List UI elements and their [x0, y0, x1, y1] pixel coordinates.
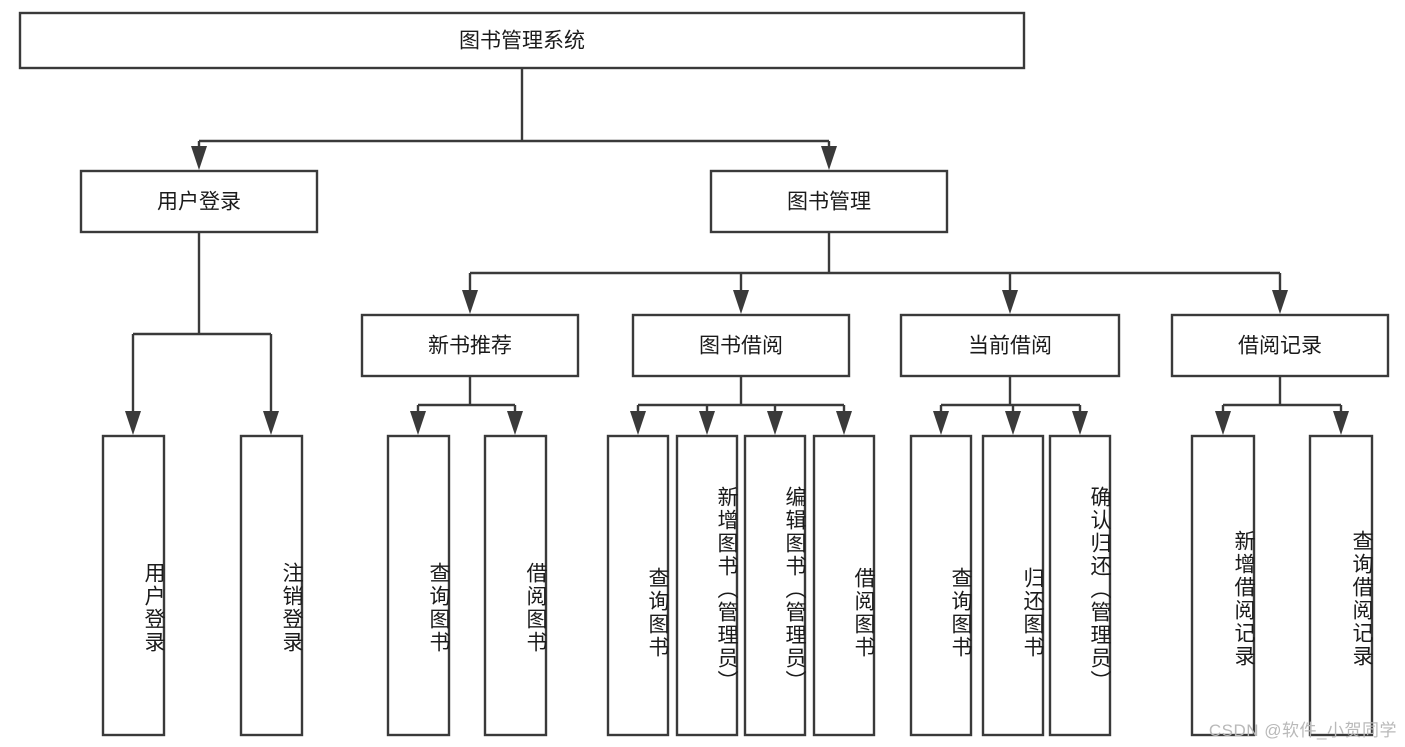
arrow-head-icon — [1272, 290, 1288, 314]
leaf-nodes-group: 用户登录 注销登录 查询图书 借阅图书 — [101, 434, 1374, 737]
connector-borrow-record-trunk — [1221, 376, 1343, 425]
arrow-head-icon — [462, 290, 478, 314]
arrow-head-icon — [125, 411, 141, 435]
node-book-borrow-box[interactable] — [631, 313, 851, 378]
node-borrow-record-label: 借阅记录 — [1238, 335, 1322, 358]
node-leaf-return-book-box[interactable] — [981, 434, 1045, 737]
node-book-manage-label: 图书管理 — [787, 191, 871, 214]
connector-new-book-recommend-trunk — [416, 376, 517, 425]
node-leaf-return-book-label: 归还图书 — [1021, 567, 1044, 659]
node-leaf-user-login-box[interactable] — [101, 434, 166, 737]
arrow-head-icon — [767, 411, 783, 435]
arrow-head-icon — [1002, 290, 1018, 314]
node-leaf-return-book[interactable]: 归还图书 — [981, 434, 1045, 737]
node-leaf-add-book-box[interactable] — [675, 434, 739, 737]
connectors-group — [131, 68, 1343, 425]
arrow-head-icon — [1072, 411, 1088, 435]
arrow-head-icon — [1215, 411, 1231, 435]
arrow-head-icon — [1333, 411, 1349, 435]
node-current-borrow-label: 当前借阅 — [968, 335, 1052, 358]
arrow-head-icon — [630, 411, 646, 435]
connector-book-manage-trunk — [468, 232, 1282, 304]
node-leaf-query-record[interactable]: 查询借阅记录 — [1308, 434, 1374, 737]
node-leaf-edit-book-label: 编辑图书（管理员） — [783, 485, 806, 693]
node-borrow-record-box[interactable] — [1170, 313, 1390, 378]
node-leaf-query-record-box[interactable] — [1308, 434, 1374, 737]
node-leaf-borrow-book-1[interactable]: 借阅图书 — [483, 434, 548, 737]
node-leaf-add-record[interactable]: 新增借阅记录 — [1190, 434, 1256, 737]
node-leaf-query-book-1-label: 查询图书 — [427, 562, 450, 654]
node-leaf-add-book[interactable]: 新增图书（管理员） — [675, 434, 739, 737]
node-book-manage[interactable]: 图书管理 — [709, 169, 949, 234]
node-leaf-confirm-return-box[interactable] — [1048, 434, 1112, 737]
node-borrow-record[interactable]: 借阅记录 — [1170, 313, 1390, 378]
node-leaf-query-book-1[interactable]: 查询图书 — [386, 434, 451, 737]
node-leaf-user-logout[interactable]: 注销登录 — [239, 434, 304, 737]
arrow-head-icon — [263, 411, 279, 435]
connector-user-login-trunk — [131, 232, 273, 425]
node-current-borrow[interactable]: 当前借阅 — [899, 313, 1121, 378]
node-new-book-recommend[interactable]: 新书推荐 — [360, 313, 580, 378]
node-leaf-add-book-label: 新增图书（管理员） — [715, 485, 738, 693]
node-leaf-confirm-return[interactable]: 确认归还（管理员） — [1048, 434, 1112, 737]
arrow-head-icon — [836, 411, 852, 435]
node-leaf-confirm-return-label: 确认归还（管理员） — [1088, 485, 1111, 693]
node-leaf-query-book-1-box[interactable] — [386, 434, 451, 737]
node-leaf-query-book-3-box[interactable] — [909, 434, 973, 737]
node-current-borrow-box[interactable] — [899, 313, 1121, 378]
connector-book-borrow-trunk — [636, 376, 846, 425]
node-leaf-edit-book-box[interactable] — [743, 434, 807, 737]
node-root[interactable]: 图书管理系统 — [18, 11, 1026, 70]
node-root-label: 图书管理系统 — [459, 30, 585, 53]
node-book-borrow-label: 图书借阅 — [699, 335, 783, 358]
node-leaf-query-book-2[interactable]: 查询图书 — [606, 434, 670, 737]
node-leaf-user-logout-label: 注销登录 — [280, 562, 303, 654]
node-leaf-borrow-book-1-box[interactable] — [483, 434, 548, 737]
node-leaf-query-book-3-label: 查询图书 — [949, 567, 972, 659]
node-new-book-recommend-label: 新书推荐 — [428, 335, 512, 358]
node-leaf-borrow-book-2[interactable]: 借阅图书 — [812, 434, 876, 737]
node-leaf-query-record-label: 查询借阅记录 — [1350, 529, 1373, 668]
node-user-login[interactable]: 用户登录 — [79, 169, 319, 234]
arrow-head-icon — [821, 146, 837, 170]
arrow-head-icon — [733, 290, 749, 314]
arrow-head-icon — [507, 411, 523, 435]
node-leaf-user-logout-box[interactable] — [239, 434, 304, 737]
node-leaf-user-login[interactable]: 用户登录 — [101, 434, 166, 737]
node-book-manage-box[interactable] — [709, 169, 949, 234]
node-root-box[interactable] — [18, 11, 1026, 70]
node-leaf-query-book-2-box[interactable] — [606, 434, 670, 737]
node-user-login-label: 用户登录 — [157, 191, 241, 214]
arrow-head-icon — [191, 146, 207, 170]
arrow-head-icon — [699, 411, 715, 435]
connector-root-trunk — [197, 68, 831, 160]
node-book-borrow[interactable]: 图书借阅 — [631, 313, 851, 378]
node-new-book-recommend-box[interactable] — [360, 313, 580, 378]
arrow-head-icon — [410, 411, 426, 435]
node-leaf-borrow-book-2-label: 借阅图书 — [852, 567, 875, 659]
node-leaf-borrow-book-1-label: 借阅图书 — [524, 562, 547, 654]
node-leaf-edit-book[interactable]: 编辑图书（管理员） — [743, 434, 807, 737]
node-leaf-user-login-label: 用户登录 — [142, 562, 165, 654]
arrow-head-icon — [933, 411, 949, 435]
node-leaf-query-book-2-label: 查询图书 — [646, 567, 669, 659]
arrow-head-icon — [1005, 411, 1021, 435]
node-leaf-add-record-label: 新增借阅记录 — [1232, 529, 1255, 668]
node-leaf-borrow-book-2-box[interactable] — [812, 434, 876, 737]
node-leaf-add-record-box[interactable] — [1190, 434, 1256, 737]
arrowheads-group — [125, 146, 1349, 435]
node-leaf-query-book-3[interactable]: 查询图书 — [909, 434, 973, 737]
node-user-login-box[interactable] — [79, 169, 319, 234]
